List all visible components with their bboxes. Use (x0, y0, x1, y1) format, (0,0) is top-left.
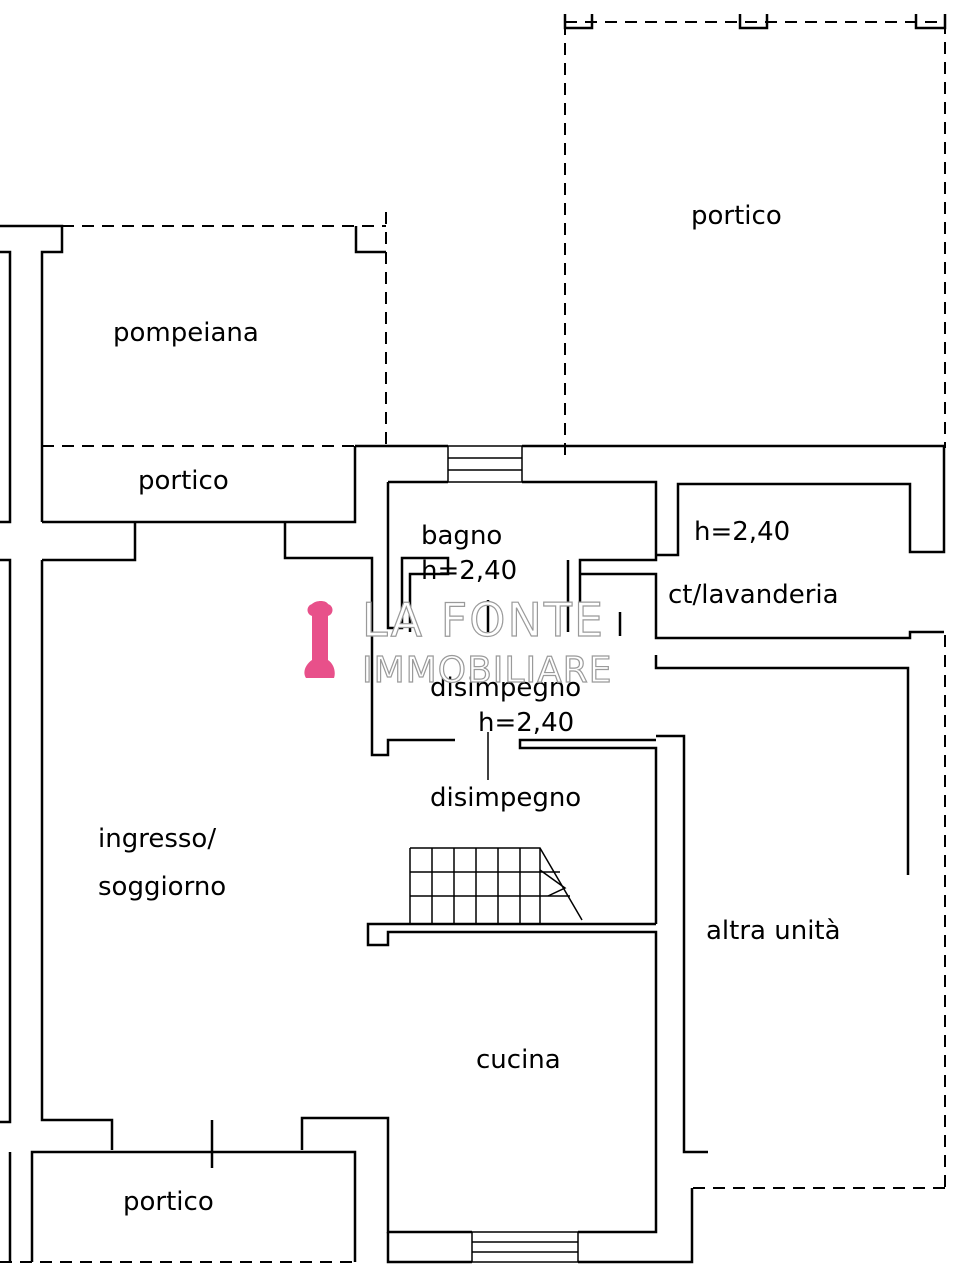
label-cucina: cucina (476, 1045, 561, 1075)
label-disimpegno-upper: disimpegno (430, 673, 581, 703)
label-bagno-height: h=2,40 (421, 556, 517, 586)
label-bagno: bagno (421, 521, 502, 551)
walls (0, 224, 946, 1264)
label-pompeiana: pompeiana (113, 318, 259, 348)
label-ingresso: ingresso/ (98, 824, 216, 854)
label-portico-left: portico (138, 466, 229, 496)
label-altra-unita: altra unità (706, 916, 841, 946)
label-disimpegno-upper-height: h=2,40 (478, 708, 574, 738)
columns (354, 14, 947, 254)
label-ct-height: h=2,40 (694, 517, 790, 547)
watermark-line2: IMMOBILIARE (362, 650, 612, 691)
watermark-line1: LA FONTE (362, 593, 605, 647)
entry-steps-top (447, 445, 523, 483)
staircase (409, 847, 583, 924)
label-disimpegno-lower: disimpegno (430, 783, 581, 813)
entry-steps-bottom (471, 1231, 579, 1263)
label-ct-lavanderia: ct/lavanderia (668, 580, 839, 610)
label-portico-bottom: portico (123, 1187, 214, 1217)
label-soggiorno: soggiorno (98, 872, 226, 902)
watermark-logo-icon (304, 601, 335, 678)
dashed-outlines (0, 21, 946, 1263)
watermark: LA FONTE IMMOBILIARE (304, 592, 612, 692)
label-portico-top: portico (691, 201, 782, 231)
